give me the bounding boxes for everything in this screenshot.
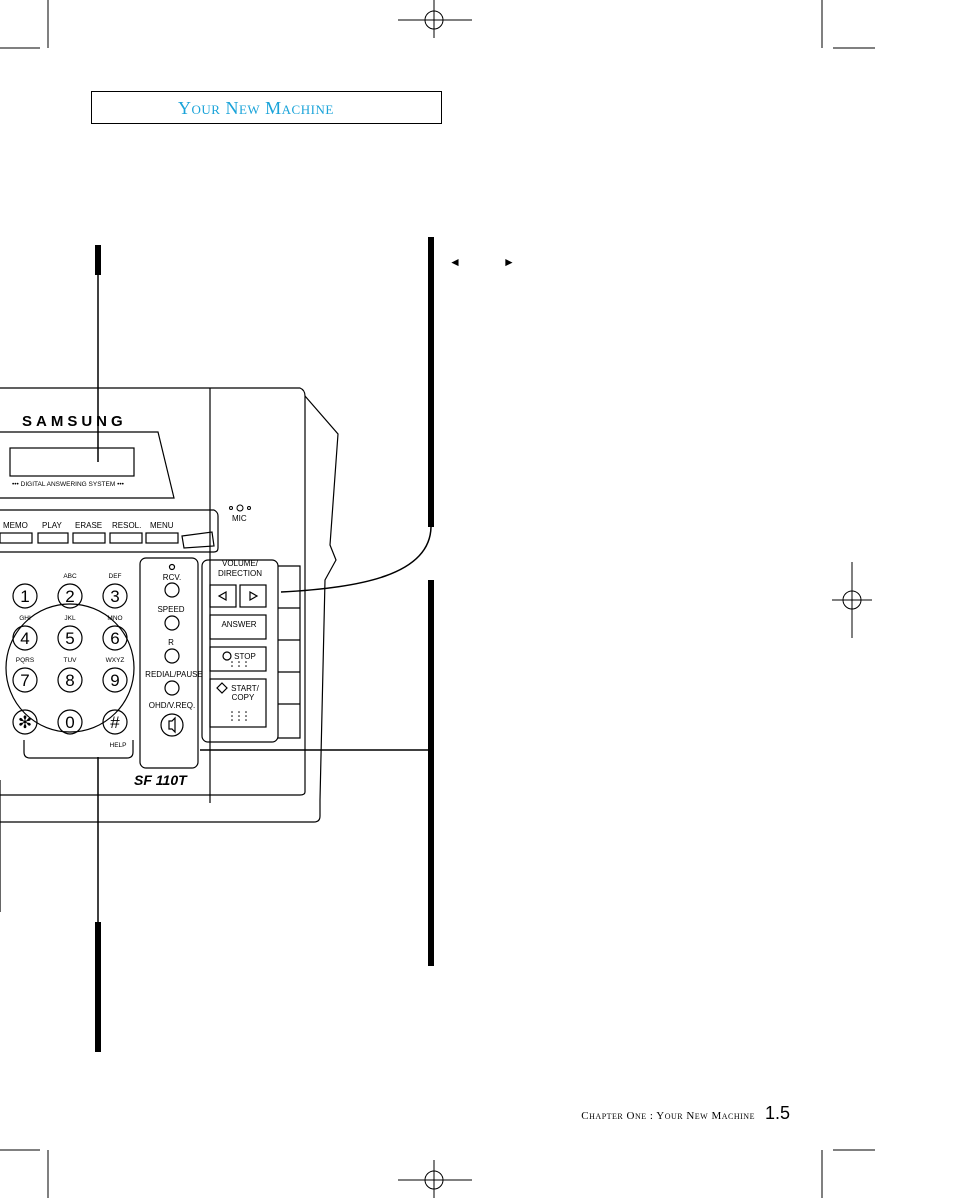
key-4-label: 4 [20,629,29,648]
menu-button[interactable] [145,532,179,544]
letters-abc: ABC [63,573,77,580]
mic-icon [229,504,251,512]
speaker-icon [168,716,176,734]
rcv-led-icon [168,563,176,571]
letters-wxyz: WXYZ [106,657,125,664]
memo-button[interactable] [0,532,33,544]
key-star-label: ✻ [18,713,32,732]
resol-label: RESOL. [112,521,141,530]
start-label-1: START/ [231,684,259,693]
key-6-label: 6 [110,629,119,648]
redial-pause-label: REDIAL/PAUSE [145,670,203,679]
start-label-2: COPY [232,693,255,702]
volume-left-button[interactable] [209,584,237,608]
crop-marks [0,0,875,1198]
right-arrow-icon: ► [503,255,515,269]
key-3[interactable] [102,583,128,609]
volume-label-2: DIRECTION [218,569,262,578]
volume-right-button[interactable] [239,584,267,608]
volume-left-icon [217,590,227,602]
resol-button[interactable] [109,532,143,544]
key-1-label: 1 [20,587,29,606]
memo-label: MEMO [3,521,28,530]
letters-tuv: TUV [64,657,78,664]
key-9-label: 9 [110,671,119,690]
key-3-label: 3 [110,587,119,606]
key-9[interactable] [102,667,128,693]
r-button[interactable] [164,648,180,664]
speed-button[interactable] [164,615,180,631]
keypad-digits: 1 2 3 4 5 6 7 8 9 ✻ 0 # [18,587,120,732]
volume-label-1: VOLUME/ [222,559,259,568]
keypad-letters: ABC DEF GHI JKL MNO PQRS TUV WXYZ HELP [16,573,127,749]
erase-button[interactable] [72,532,106,544]
redial-pause-button[interactable] [164,680,180,696]
key-hash-label: # [110,713,120,732]
rcv-label: RCV. [163,573,181,582]
answer-label: ANSWER [221,620,256,629]
key-8-label: 8 [65,671,74,690]
brand-logo: SAMSUNG [22,413,127,430]
rcv-button[interactable] [164,582,180,598]
letters-jkl: JKL [64,615,76,622]
key-0[interactable] [57,709,83,735]
r-label: R [168,638,174,647]
registration-mark-right [832,562,872,638]
letters-ghi: GHI [19,615,31,622]
key-2-label: 2 [65,587,74,606]
menu-label: MENU [150,521,174,530]
answer-button[interactable] [209,614,267,640]
play-button[interactable] [37,532,69,544]
stop-icon [222,651,232,661]
play-label: PLAY [42,521,63,530]
key-7-label: 7 [20,671,29,690]
ohd-button[interactable] [160,713,184,737]
model-logo: SF 110T [134,772,188,788]
footer-chapter: Chapter One : Your New Machine [581,1110,755,1122]
key-star[interactable] [12,709,38,735]
key-7[interactable] [12,667,38,693]
mic-label: MIC [232,514,247,523]
leader-lines [97,275,432,922]
key-5-label: 5 [65,629,74,648]
key-8[interactable] [57,667,83,693]
right-panel-labels: VOLUME/ DIRECTION ANSWER STOP START/ COP… [218,559,262,702]
key-5[interactable] [57,625,83,651]
function-labels: RCV. SPEED R REDIAL/PAUSE OHD/V.REQ. [145,573,203,710]
registration-mark-top [398,0,472,38]
start-icon [216,682,228,694]
letters-pqrs: PQRS [16,657,35,664]
section-title: Your New Machine [178,98,334,118]
letters-def: DEF [109,573,122,580]
button-dots [231,661,247,721]
volume-right-icon [249,590,259,602]
letters-mno: MNO [107,615,122,622]
ohd-label: OHD/V.REQ. [149,701,195,710]
keypad [12,583,128,735]
key-hash[interactable] [102,709,128,735]
erase-label: ERASE [75,521,102,530]
registration-mark-bottom [398,1160,472,1198]
stop-label: STOP [234,652,256,661]
key-2[interactable] [57,583,83,609]
page-footer: Chapter One : Your New Machine 1.5 [540,1103,790,1124]
key-4[interactable] [12,625,38,651]
callout-rules [95,237,434,1052]
key-0-label: 0 [65,713,74,732]
top-button-labels: MEMO PLAY ERASE RESOL. MENU [3,521,174,530]
left-arrow-icon: ◄ [449,255,461,269]
display-label: ••• DIGITAL ANSWERING SYSTEM ••• [12,481,125,488]
page-number: 1.5 [764,1103,790,1123]
section-header-box: Your New Machine [91,91,442,124]
key-6[interactable] [102,625,128,651]
start-copy-button[interactable] [209,678,267,728]
key-1[interactable] [12,583,38,609]
stop-button[interactable] [209,646,267,672]
speed-label: SPEED [157,605,184,614]
help-label: HELP [110,742,127,749]
